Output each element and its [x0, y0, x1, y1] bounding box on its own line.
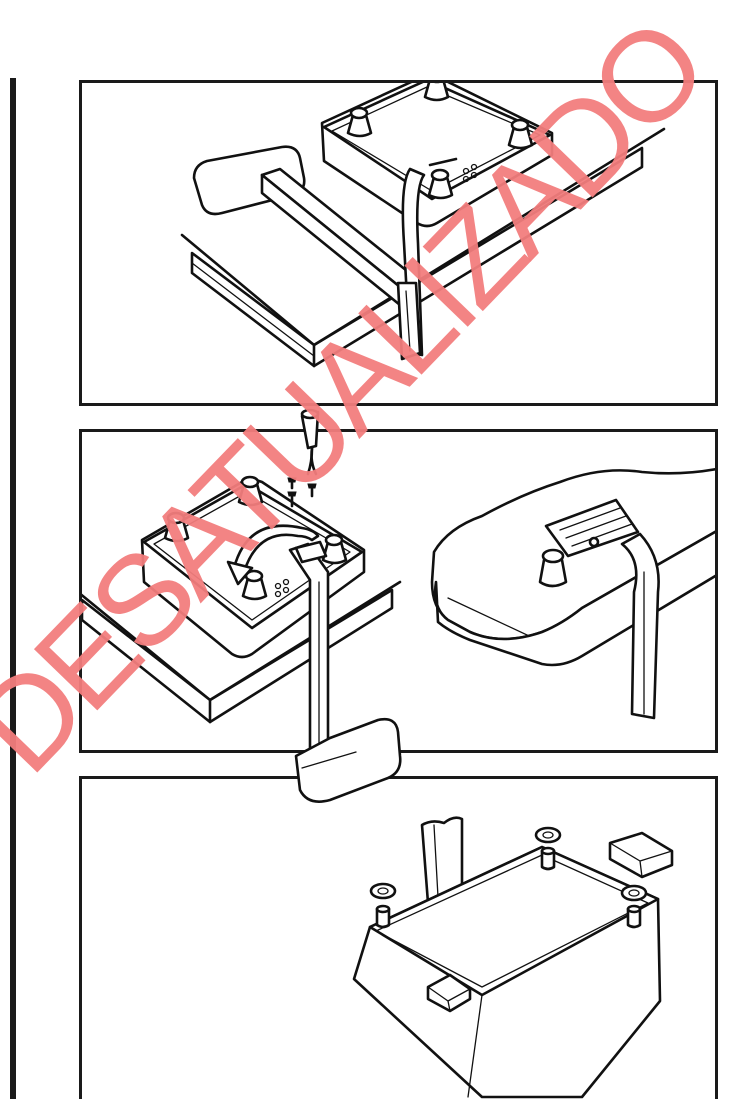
foot-peg: [620, 884, 648, 929]
strap-post: [420, 816, 464, 905]
rubber-foot: [423, 83, 450, 102]
rubber-foot: [427, 168, 454, 200]
figure-1-illustration: [180, 83, 666, 368]
figure-panel-3: [79, 776, 718, 1099]
adhesive-pad: [608, 831, 674, 879]
electronic-box-underside: [352, 845, 662, 1099]
strap-attachment-closeup: [430, 467, 715, 720]
rubber-foot: [346, 106, 373, 138]
shelf-board: [82, 580, 402, 724]
left-margin-rule: [10, 78, 16, 1099]
rubber-foot: [538, 548, 568, 588]
mounting-screws: [287, 477, 317, 508]
foot-peg: [534, 826, 562, 871]
figure-panel-2: [79, 429, 718, 753]
figure-2-illustration: [82, 467, 715, 750]
velcro-strap: [396, 157, 458, 361]
figure-panel-1: [79, 80, 718, 406]
electronic-box: [320, 83, 554, 228]
rubber-foot: [321, 533, 348, 565]
rubber-foot: [507, 118, 534, 150]
foot-peg: [369, 882, 397, 929]
rubber-foot: [237, 475, 264, 507]
rubber-foot: [241, 569, 268, 601]
shelf-board: [180, 127, 666, 368]
rubber-foot: [163, 511, 190, 543]
figure-3-illustration: [352, 816, 674, 1099]
velcro-strap: [288, 540, 330, 750]
rotation-arrow: [226, 524, 320, 586]
electronic-box: [140, 475, 366, 659]
adhesive-pad: [426, 973, 472, 1013]
